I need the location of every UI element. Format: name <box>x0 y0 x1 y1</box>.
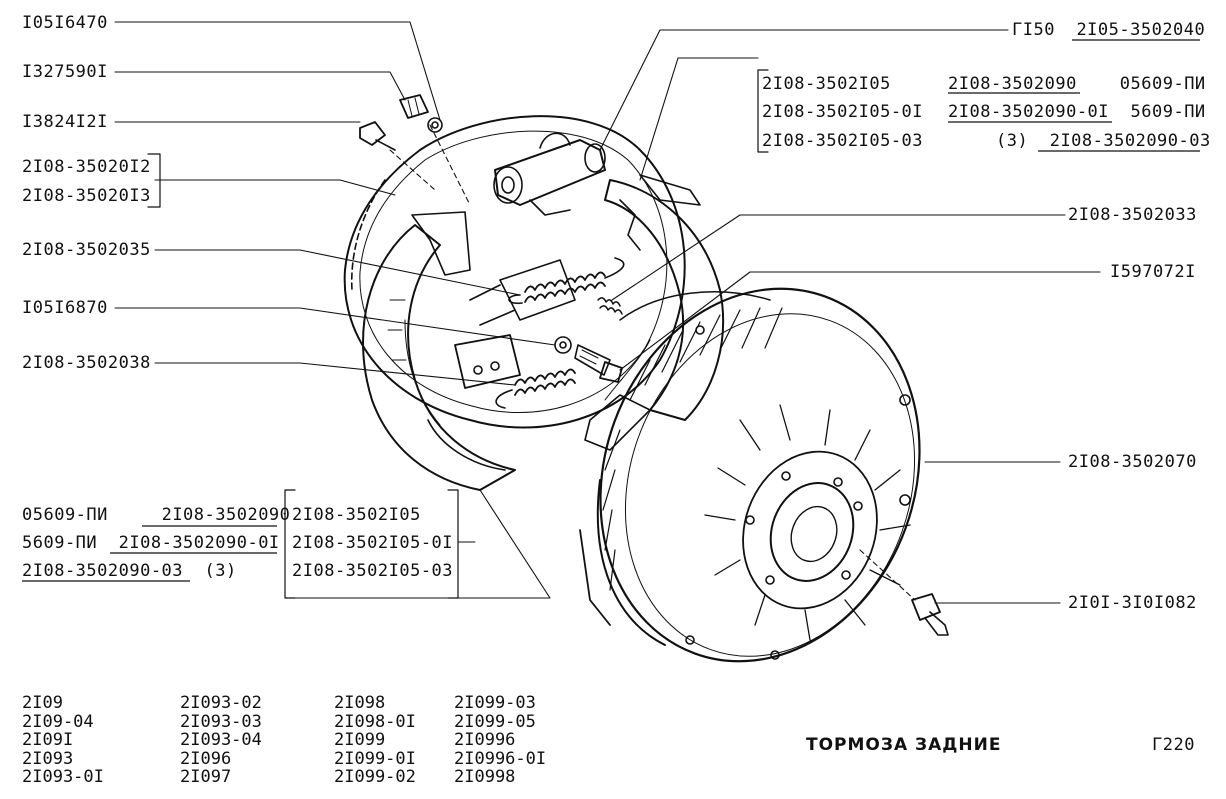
model-item: 2I093-02 <box>180 693 262 713</box>
upper-spring <box>508 257 625 305</box>
model-item: 2I0996-0I <box>454 748 547 769</box>
label-prefix: ГI50 <box>1012 20 1055 40</box>
label-brake-drum: 2I08-3502070 <box>1068 452 1197 472</box>
label-right-bracket-2: 2I08-3502I05-0I <box>762 102 924 122</box>
model-item: 2I099-03 <box>454 693 536 713</box>
model-item: 2I093-03 <box>180 711 262 732</box>
diagram-title: ТОРМОЗА ЗАДНИЕ <box>806 735 1002 755</box>
label-left-lining-2: 5609-ПИ 2I08-3502090-0I <box>22 533 280 553</box>
label-left-lining-3: 2I08-3502090-03 (3) <box>22 561 237 581</box>
label-left-shoe-2: 2I08-3502I05-0I <box>292 533 454 553</box>
model-item: 2I093 <box>22 748 74 769</box>
label-small-spring: 2I08-3502033 <box>1068 205 1197 225</box>
label-wheel-cylinder: ГI50 2I05-3502040 <box>1012 20 1205 40</box>
wheel-stud <box>911 593 949 636</box>
leader-lines <box>114 21 1101 604</box>
model-item: 2I099-02 <box>334 767 416 787</box>
model-item: 2I099-0I <box>334 748 416 769</box>
model-item: 2I096 <box>180 748 232 769</box>
model-item: 2I09I <box>22 730 74 750</box>
label-suffix: (3) <box>204 561 237 581</box>
model-item: 2I098-0I <box>334 711 416 732</box>
label-part-3: I3824I2I <box>22 112 108 132</box>
backing-plate <box>343 115 686 429</box>
label-part: 2I08-3502090-03 <box>22 561 184 581</box>
label-bolt: I597072I <box>1110 262 1196 282</box>
label-right-lining-3: (3) 2I08-3502090-03 <box>996 131 1211 151</box>
label-part-2: I327590I <box>22 62 108 82</box>
page-code: Г220 <box>1152 735 1195 755</box>
model-item: 2I09 <box>22 693 63 713</box>
label-right-bracket-1: 2I08-3502I05 <box>762 74 891 94</box>
model-item: 2I097 <box>180 767 232 787</box>
label-part: 2I08-3502090 <box>161 505 291 525</box>
label-suffix: 5609-ПИ <box>1130 102 1206 122</box>
top-screws <box>359 94 443 151</box>
label-part-6: I05I6870 <box>22 298 108 318</box>
label-prefix: 5609-ПИ <box>22 533 98 553</box>
label-left-shoe-3: 2I08-3502I05-03 <box>292 561 454 581</box>
brackets <box>147 69 769 599</box>
lower-spring <box>495 368 576 409</box>
model-column-3: 2I098 2I098-0I 2I099 2I099-0I 2I099-02 <box>334 694 416 787</box>
label-part: 2I08-3502090-0I <box>118 533 280 553</box>
label-part-1: I05I6470 <box>22 13 108 33</box>
label-prefix: 05609-ПИ <box>22 505 108 525</box>
label-part: 2I08-3502090-03 <box>1049 131 1211 151</box>
left-brake-shoe <box>362 211 516 491</box>
label-right-bracket-3: 2I08-3502I05-03 <box>762 131 924 151</box>
model-column-4: 2I099-03 2I099-05 2I0996 2I0996-0I 2I099… <box>454 694 546 787</box>
label-right-lining-2: 2I08-3502090-0I 5609-ПИ <box>948 102 1206 122</box>
model-item: 2I093-04 <box>180 730 262 750</box>
label-prefix: (3) <box>996 131 1029 151</box>
model-item: 2I099-05 <box>454 711 536 732</box>
brake-drum <box>579 287 921 663</box>
model-item: 2I09-04 <box>22 711 94 732</box>
label-part-4a: 2I08-35020I2 <box>22 157 151 177</box>
label-part-4b: 2I08-35020I3 <box>22 186 151 206</box>
label-part-7: 2I08-3502038 <box>22 353 151 373</box>
model-item: 2I093-0I <box>22 767 104 787</box>
label-part: 2I08-3502090 <box>948 74 1077 94</box>
wheel-cylinder <box>493 132 606 216</box>
model-item: 2I0996 <box>454 730 516 750</box>
right-brake-shoe <box>584 174 725 451</box>
label-right-lining-1: 2I08-3502090 05609-ПИ <box>948 74 1206 94</box>
model-column-1: 2I09 2I09-04 2I09I 2I093 2I093-0I <box>22 694 104 787</box>
model-column-2: 2I093-02 2I093-03 2I093-04 2I096 2I097 <box>180 694 262 787</box>
label-left-lining-1: 05609-ПИ 2I08-3502090 <box>22 505 290 525</box>
label-part-5: 2I08-3502035 <box>22 240 151 260</box>
model-item: 2I099 <box>334 730 386 750</box>
part-underlines <box>22 39 1200 582</box>
label-wheel-stud: 2I0I-3I0I082 <box>1068 593 1197 613</box>
label-suffix: 05609-ПИ <box>1119 74 1206 94</box>
model-item: 2I098 <box>334 693 386 713</box>
label-part: 2I05-3502040 <box>1076 20 1206 40</box>
small-spring <box>597 297 623 315</box>
model-item: 2I0998 <box>454 767 516 787</box>
adjuster-lever <box>454 259 576 389</box>
label-part: 2I08-3502090-0I <box>948 102 1110 122</box>
label-left-shoe-1: 2I08-3502I05 <box>292 505 421 525</box>
